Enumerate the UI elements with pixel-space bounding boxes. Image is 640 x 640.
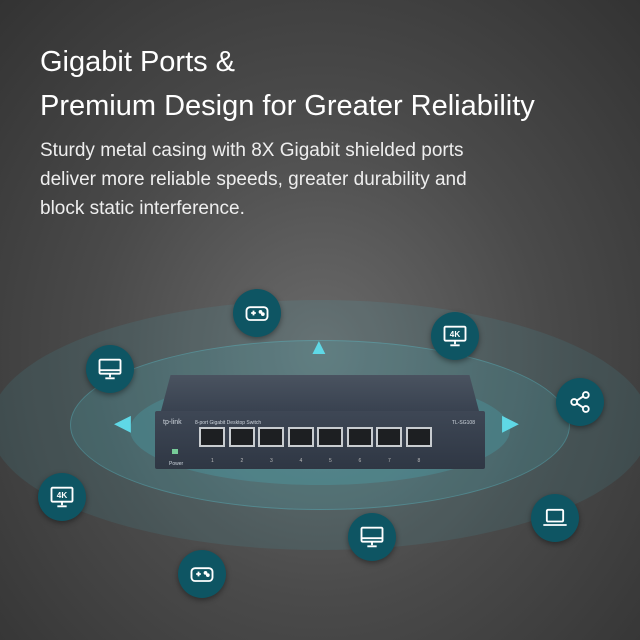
- gamepad-icon: [233, 289, 281, 337]
- network-switch: tp-link 8-port Gigabit Desktop Switch TL…: [155, 375, 485, 470]
- subtitle: Sturdy metal casing with 8X Gigabit shie…: [40, 140, 467, 219]
- power-led: [172, 449, 178, 454]
- ethernet-port: [287, 427, 314, 447]
- arrow-left-icon: ◀: [114, 410, 131, 435]
- 4k-monitor-icon: 4K: [38, 473, 86, 521]
- share-icon: [556, 378, 604, 426]
- port-number: 1: [211, 458, 214, 464]
- headline: Gigabit Ports &Premium Design for Greate…: [40, 46, 535, 122]
- port-number: 7: [388, 458, 391, 464]
- model-label: TL-SG108: [451, 420, 475, 426]
- 4k-monitor-icon: 4K: [431, 312, 479, 360]
- port-number: 6: [358, 458, 362, 464]
- gamepad-icon: [178, 550, 226, 598]
- arrow-up-icon: ▲: [308, 334, 330, 359]
- arrow-right-icon: ▶: [502, 410, 519, 435]
- ethernet-port: [199, 427, 225, 447]
- ethernet-port: [258, 427, 284, 447]
- device-description: 8-port Gigabit Desktop Switch: [195, 420, 262, 426]
- svg-text:4K: 4K: [450, 330, 461, 339]
- laptop-icon: [531, 494, 579, 542]
- ethernet-port: [346, 427, 373, 447]
- port-number: 3: [270, 458, 273, 464]
- port-number: 4: [299, 458, 303, 464]
- power-label: Power: [169, 461, 184, 467]
- monitor-icon: [348, 513, 396, 561]
- port-number: 8: [417, 458, 421, 464]
- ethernet-port: [405, 427, 432, 447]
- ethernet-port: [317, 427, 343, 447]
- brand-logo: tp-link: [163, 419, 182, 426]
- svg-text:4K: 4K: [57, 491, 68, 500]
- port-number: 2: [240, 458, 244, 464]
- ethernet-port: [376, 427, 402, 447]
- port-number: 5: [329, 458, 332, 464]
- ethernet-port: [228, 427, 255, 447]
- monitor-icon: [86, 345, 134, 393]
